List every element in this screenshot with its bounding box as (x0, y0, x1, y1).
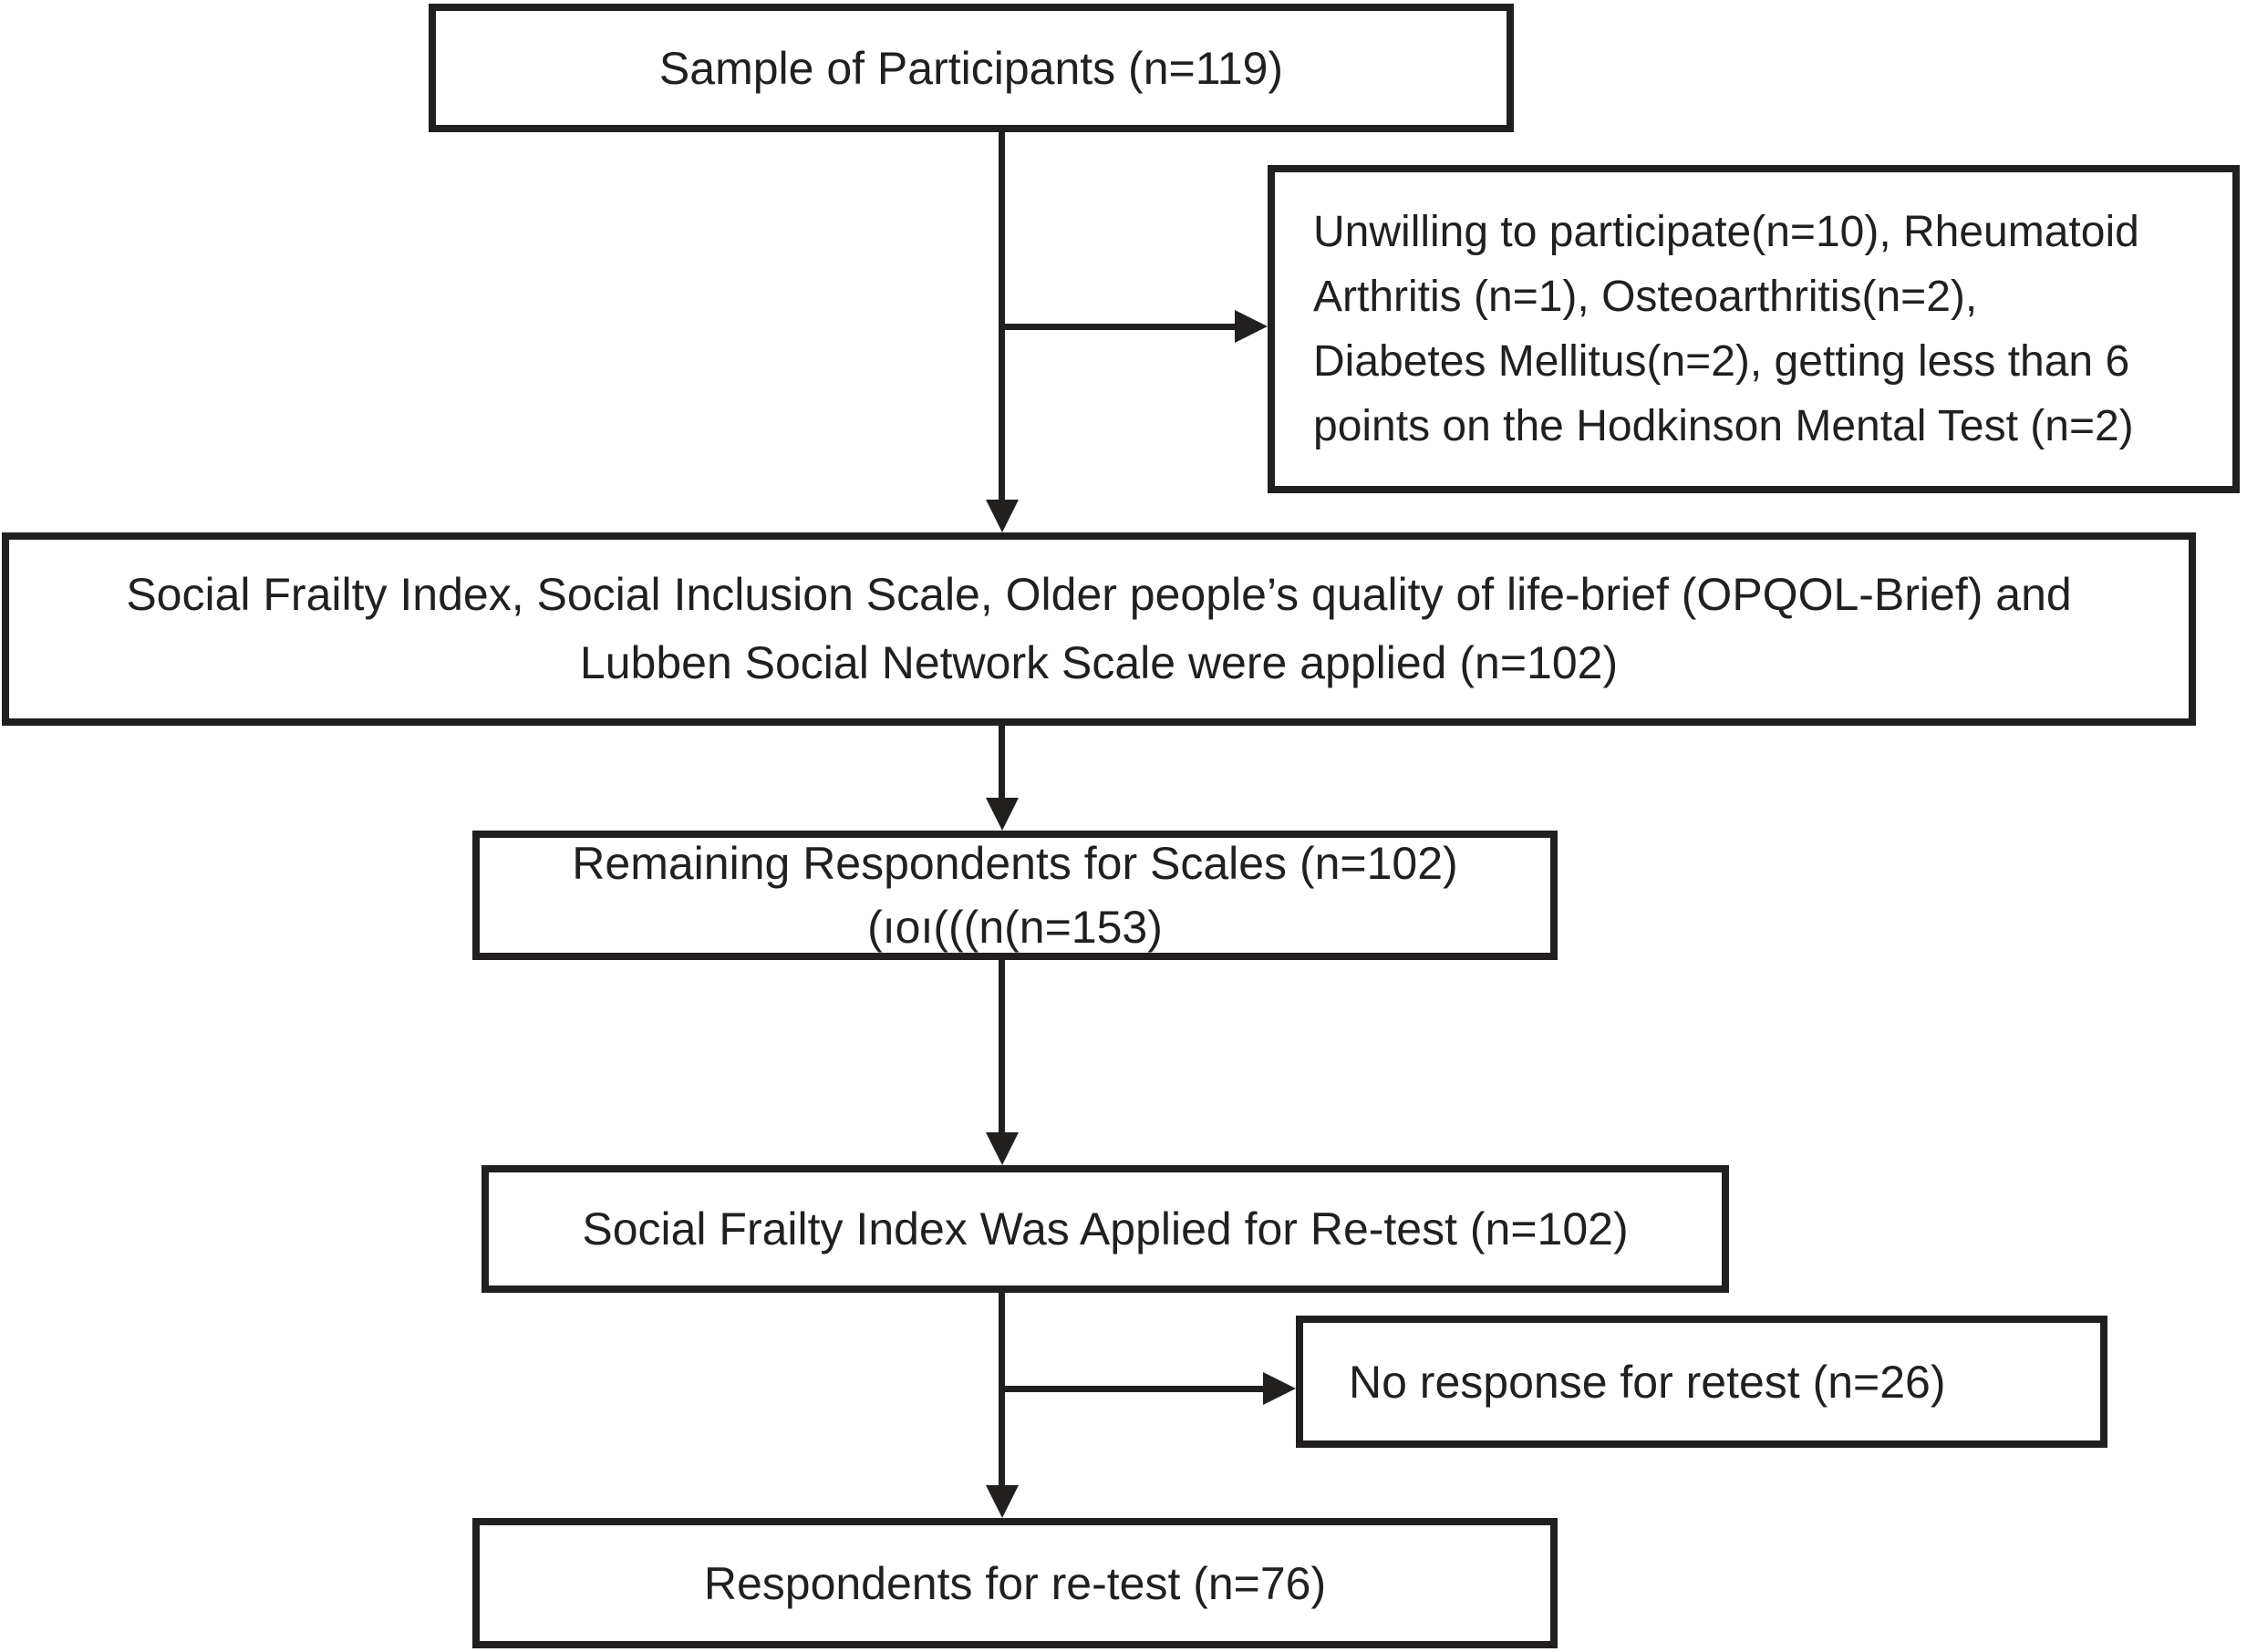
retest-applied-label: Social Frailty Index Was Applied for Re-… (582, 1203, 1629, 1254)
exclusion-line-3: Diabetes Mellitus(n=2), getting less tha… (1313, 337, 2130, 386)
exclusion-line-4: points on the Hodkinson Mental Test (n=2… (1313, 402, 2134, 450)
arrow-scales-to-remaining-head-icon (986, 798, 1019, 831)
retest-respondents-label: Respondents for re-test (n=76) (703, 1557, 1327, 1609)
node-remaining-respondents: Remaining Respondents for Scales (n=102)… (472, 831, 1558, 960)
exclusion-line-2: Arthritis (n=1), Osteoarthritis(n=2), (1313, 273, 1978, 321)
arrow-sample-to-scales-line (999, 132, 1005, 501)
node-sample-label: Sample of Participants (n=119) (658, 42, 1284, 94)
node-exclusion-criteria: Unwilling to participate(n=10), Rheumato… (1268, 165, 2240, 493)
remaining-line-2: (ıoı(((n(n=153) (867, 902, 1163, 953)
no-response-label: No response for retest (n=26) (1349, 1356, 1946, 1408)
node-sample-of-participants: Sample of Participants (n=119) (429, 4, 1514, 132)
scales-applied-line-1: Social Frailty Index, Social Inclusion S… (126, 569, 2072, 620)
arrow-to-exclusions-head-icon (1235, 310, 1268, 343)
arrow-remaining-to-retest-head-icon (986, 1132, 1019, 1165)
arrow-to-exclusions-line (1001, 324, 1240, 330)
arrow-scales-to-remaining-line (999, 725, 1005, 800)
node-retest-applied: Social Frailty Index Was Applied for Re-… (482, 1165, 1729, 1293)
arrow-to-no-response-line (1001, 1386, 1266, 1392)
arrow-remaining-to-retest-line (999, 960, 1005, 1134)
arrow-sample-to-scales-head-icon (986, 500, 1019, 532)
exclusion-line-1: Unwilling to participate(n=10), Rheumato… (1313, 208, 2139, 256)
node-no-response: No response for retest (n=26) (1296, 1316, 2107, 1448)
scales-applied-line-2: Lubben Social Network Scale were applied… (579, 637, 1619, 688)
node-scales-applied: Social Frailty Index, Social Inclusion S… (2, 532, 2196, 726)
node-retest-respondents: Respondents for re-test (n=76) (472, 1518, 1558, 1648)
arrow-to-no-response-head-icon (1263, 1372, 1296, 1405)
remaining-line-1: Remaining Respondents for Scales (n=102) (572, 838, 1458, 889)
arrow-retest-to-final-head-icon (986, 1485, 1019, 1518)
